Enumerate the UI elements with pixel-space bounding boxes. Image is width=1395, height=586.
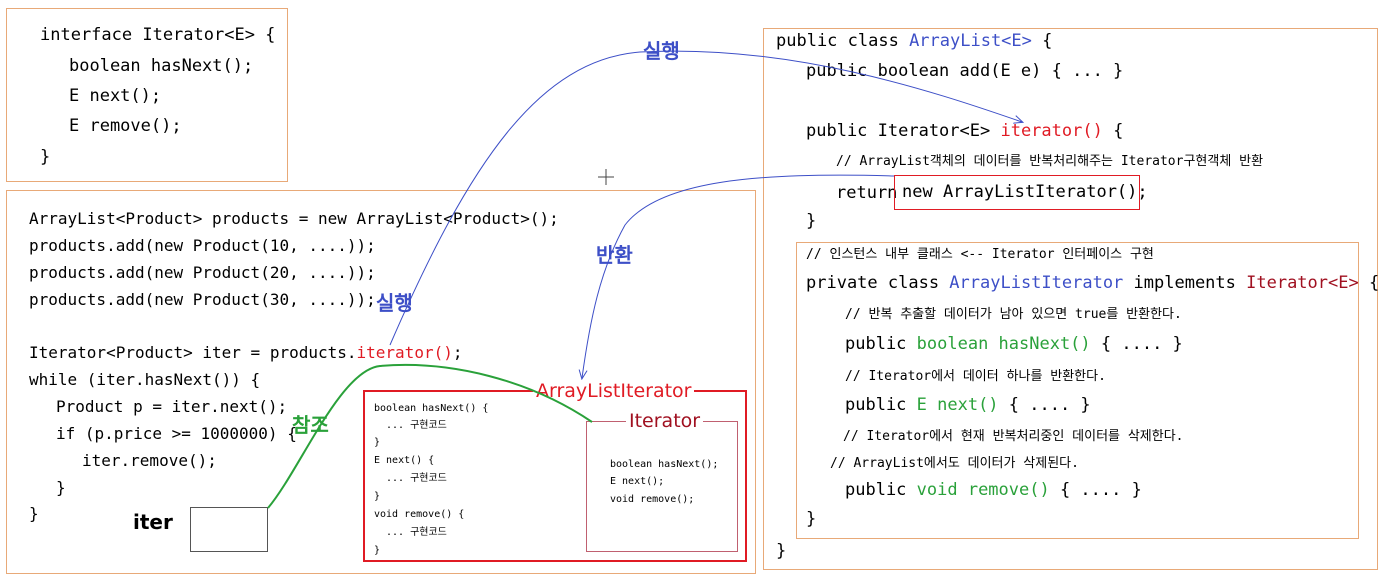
iterator-call: iterator() bbox=[356, 343, 453, 362]
hasnext-body: { .... } bbox=[1090, 334, 1183, 354]
usage-line-5: Iterator<Product> iter = products.iterat… bbox=[29, 345, 462, 361]
iter-variable-box bbox=[190, 507, 268, 552]
remove-comment-1: // Iterator에서 현재 반복처리중인 데이터를 삭제한다. bbox=[843, 429, 1184, 444]
new-arraylistiterator-text: new ArrayListIterator(); bbox=[902, 182, 1148, 202]
new-arraylistiterator-box: new ArrayListIterator(); bbox=[894, 175, 1148, 210]
hasnext-comment: // 반복 추출할 데이터가 남아 있으면 true를 반환한다. bbox=[845, 307, 1182, 322]
class-name: ArrayList<E> bbox=[909, 31, 1032, 51]
usage-line-2: products.add(new Product(10, ....)); bbox=[29, 236, 376, 255]
usage-line-6: while (iter.hasNext()) { bbox=[29, 370, 261, 389]
hasnext-signature: boolean hasNext() bbox=[916, 334, 1091, 354]
class-keyword: public class bbox=[776, 31, 910, 51]
impl-line-3: } bbox=[374, 437, 381, 448]
nested-iterator-title: Iterator bbox=[626, 412, 704, 431]
interface-close-brace: } bbox=[40, 147, 51, 167]
usage-line-7: Product p = iter.next(); bbox=[56, 397, 288, 416]
impl-line-5: ... 구현코드 bbox=[386, 473, 447, 484]
nested-hasnext: boolean hasNext(); bbox=[610, 459, 719, 470]
next-method: public E next() { .... } bbox=[845, 397, 1091, 414]
inner-class-name: ArrayListIterator bbox=[949, 273, 1124, 293]
class-open-brace: { bbox=[1031, 31, 1053, 51]
usage-line-11: } bbox=[29, 504, 39, 523]
impl-line-6: } bbox=[374, 491, 381, 502]
iterator-open-brace: { bbox=[1102, 121, 1124, 141]
usage-line-9: iter.remove(); bbox=[82, 451, 217, 470]
class-iterator-method: public Iterator<E> iterator() { bbox=[806, 123, 1123, 140]
usage-line-8: if (p.price >= 1000000) { bbox=[56, 424, 297, 443]
iter-decl: Iterator<Product> iter = products. bbox=[29, 343, 357, 362]
inner-class-box: // 인스턴스 내부 클래스 <-- Iterator 인터페이스 구현 pri… bbox=[796, 242, 1379, 539]
next-public: public bbox=[845, 395, 917, 415]
usage-code-box: ArrayList<Product> products = new ArrayL… bbox=[6, 190, 756, 574]
iterator-interface-box: interface Iterator<E> { boolean hasNext(… bbox=[6, 8, 288, 182]
class-close-brace-1: } bbox=[806, 211, 817, 231]
class-comment-1: // ArrayList객체의 데이터를 반복처리해주는 Iterator구현객… bbox=[836, 154, 1264, 169]
class-close-brace-final: } bbox=[776, 541, 787, 561]
class-return-keyword: return bbox=[836, 183, 898, 203]
hasnext-method: public boolean hasNext() { .... } bbox=[845, 336, 1183, 353]
crosshair-icon bbox=[598, 169, 614, 185]
next-body: { .... } bbox=[998, 395, 1091, 415]
usage-line-4: products.add(new Product(30, ....)); bbox=[29, 290, 376, 309]
usage-line-1: ArrayList<Product> products = new ArrayL… bbox=[29, 209, 559, 228]
next-comment: // Iterator에서 데이터 하나를 반환한다. bbox=[845, 369, 1106, 384]
inner-close-brace: } bbox=[806, 509, 817, 529]
hasnext-public: public bbox=[845, 334, 917, 354]
implements-keyword: implements bbox=[1123, 273, 1247, 293]
remove-public: public bbox=[845, 480, 917, 500]
reference-label: 참조 bbox=[292, 413, 329, 437]
interface-declaration: interface Iterator<E> { bbox=[40, 25, 276, 45]
remove-signature: void remove() bbox=[916, 480, 1050, 500]
class-add-method: public boolean add(E e) { ... } bbox=[806, 61, 1124, 81]
iterator-method-name: iterator() bbox=[1000, 121, 1103, 141]
impl-line-7: void remove() { bbox=[374, 509, 465, 520]
nested-next: E next(); bbox=[610, 476, 665, 487]
execute-label-mid: 실행 bbox=[376, 291, 413, 315]
execute-label-top: 실행 bbox=[643, 39, 680, 63]
impl-line-1: boolean hasNext() { bbox=[374, 403, 489, 414]
implemented-interface: Iterator<E> bbox=[1246, 273, 1359, 293]
next-signature: E next() bbox=[916, 395, 999, 415]
usage-line-3: products.add(new Product(20, ....)); bbox=[29, 263, 376, 282]
nested-iterator-box: boolean hasNext(); E next(); void remove… bbox=[586, 421, 738, 552]
remove-comment-2: // ArrayList에서도 데이터가 삭제된다. bbox=[830, 456, 1079, 471]
inner-class-comment: // 인스턴스 내부 클래스 <-- Iterator 인터페이스 구현 bbox=[806, 247, 1154, 262]
return-label: 반환 bbox=[596, 243, 633, 267]
arraylistiterator-title: ArrayListIterator bbox=[533, 382, 695, 401]
remove-method: public void remove() { .... } bbox=[845, 482, 1142, 499]
impl-line-9: } bbox=[374, 545, 381, 556]
inner-class-declaration: private class ArrayListIterator implemen… bbox=[806, 275, 1379, 292]
private-class-keyword: private class bbox=[806, 273, 950, 293]
nested-remove: void remove(); bbox=[610, 494, 695, 505]
interface-hasnext: boolean hasNext(); bbox=[69, 56, 254, 76]
semicolon: ; bbox=[452, 343, 463, 362]
iter-variable-label: iter bbox=[133, 510, 173, 534]
remove-body: { .... } bbox=[1049, 480, 1142, 500]
interface-next: E next(); bbox=[69, 86, 162, 106]
inner-open-brace: { bbox=[1358, 273, 1380, 293]
impl-line-4: E next() { bbox=[374, 455, 435, 466]
impl-line-2: ... 구현코드 bbox=[386, 420, 447, 431]
usage-line-10: } bbox=[56, 478, 66, 497]
class-line-1: public class ArrayList<E> { bbox=[776, 33, 1052, 50]
impl-line-8: ... 구현코드 bbox=[386, 527, 447, 538]
interface-remove: E remove(); bbox=[69, 116, 182, 136]
iterator-return-type: public Iterator<E> bbox=[806, 121, 1001, 141]
